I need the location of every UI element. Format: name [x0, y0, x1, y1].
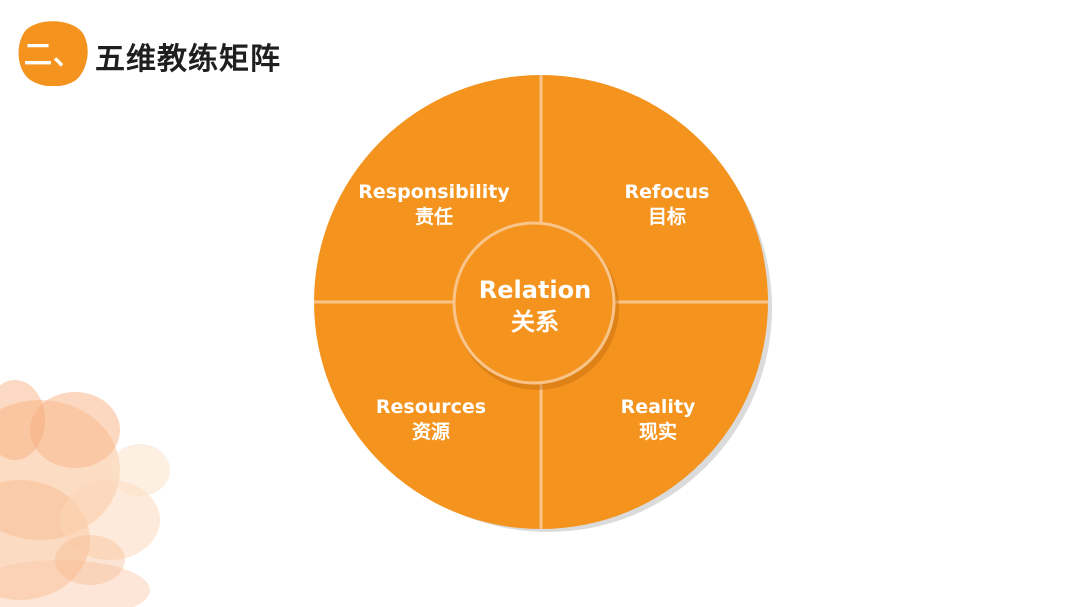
center-relation-zh: 关系 — [511, 308, 559, 337]
center-relation-en: Relation — [478, 276, 592, 304]
quadrant-refocus-en: Refocus — [624, 181, 710, 203]
quadrant-resources: Resources 资源 — [341, 395, 521, 444]
center-relation: Relation 关系 — [460, 274, 610, 339]
quadrant-refocus-zh: 目标 — [647, 205, 686, 228]
quadrant-resources-en: Resources — [375, 396, 487, 418]
quadrant-reality-zh: 现实 — [638, 420, 677, 443]
center-hub — [452, 221, 616, 385]
section-number-badge — [18, 21, 88, 86]
quadrant-reality: Reality 现实 — [568, 395, 748, 444]
page-title: 五维教练矩阵 — [95, 42, 281, 77]
quadrant-resources-zh: 资源 — [411, 420, 450, 443]
quadrant-reality-en: Reality — [620, 396, 696, 418]
quadrant-responsibility-en: Responsibility — [358, 181, 510, 203]
quadrant-responsibility: Responsibility 责任 — [344, 180, 524, 229]
quadrant-refocus: Refocus 目标 — [577, 180, 757, 229]
section-number: 二、 — [23, 38, 82, 71]
quadrant-responsibility-zh: 责任 — [414, 205, 453, 228]
